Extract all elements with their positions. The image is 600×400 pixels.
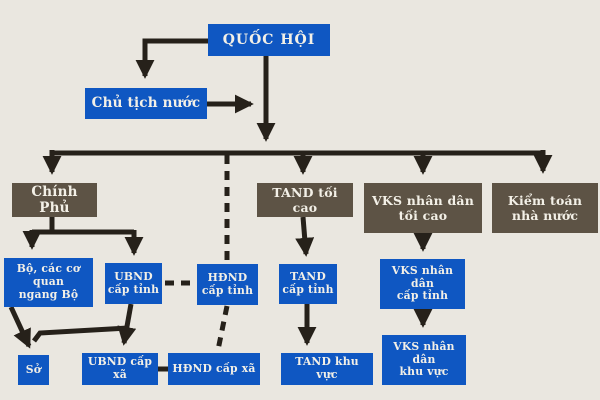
node-quoc-hoi: QUỐC HỘI	[208, 24, 330, 56]
node-tand-khu-vuc: TAND khu vực	[281, 353, 373, 385]
node-ubnd-cap-xa: UBND cấp xã	[82, 353, 158, 385]
node-vks-nhan-dan-cap-tinh: VKS nhân dân cấp tỉnh	[380, 259, 465, 309]
node-tand-cap-tinh: TAND cấp tỉnh	[279, 264, 337, 304]
node-hdnd-cap-tinh: HĐND cấp tỉnh	[197, 264, 258, 305]
node-bo-cac-co-quan-ngang-bo: Bộ, các cơ quan ngang Bộ	[4, 258, 93, 307]
node-kiem-toan-nha-nuoc: Kiểm toán nhà nước	[492, 183, 598, 233]
node-tand-toi-cao: TAND tối cao	[257, 183, 353, 217]
node-vks-nhan-dan-toi-cao: VKS nhân dân tối cao	[364, 183, 482, 233]
edge-bo-so	[8, 305, 32, 349]
edge-quoc-hoi-chu-tich-nuoc	[135, 38, 208, 79]
node-ubnd-cap-tinh: UBND cấp tỉnh	[105, 263, 162, 304]
node-chinh-phu: Chính Phủ	[12, 183, 97, 217]
edge-hdnd-tinh-hdnd-xa-dashed	[215, 305, 230, 351]
edge-ubnd-tinh-ubnd-xa	[117, 303, 137, 346]
node-so: Sở	[18, 355, 49, 385]
node-vks-nhan-dan-khu-vuc: VKS nhân dân khu vực	[382, 335, 466, 385]
node-hdnd-cap-xa: HĐND cấp xã	[168, 353, 260, 385]
edge-tand-toi-cao-tand-tinh	[295, 216, 315, 257]
edge-ubnd-tinh-so	[32, 325, 129, 343]
node-chu-tich-nuoc: Chủ tịch nước	[85, 88, 207, 119]
